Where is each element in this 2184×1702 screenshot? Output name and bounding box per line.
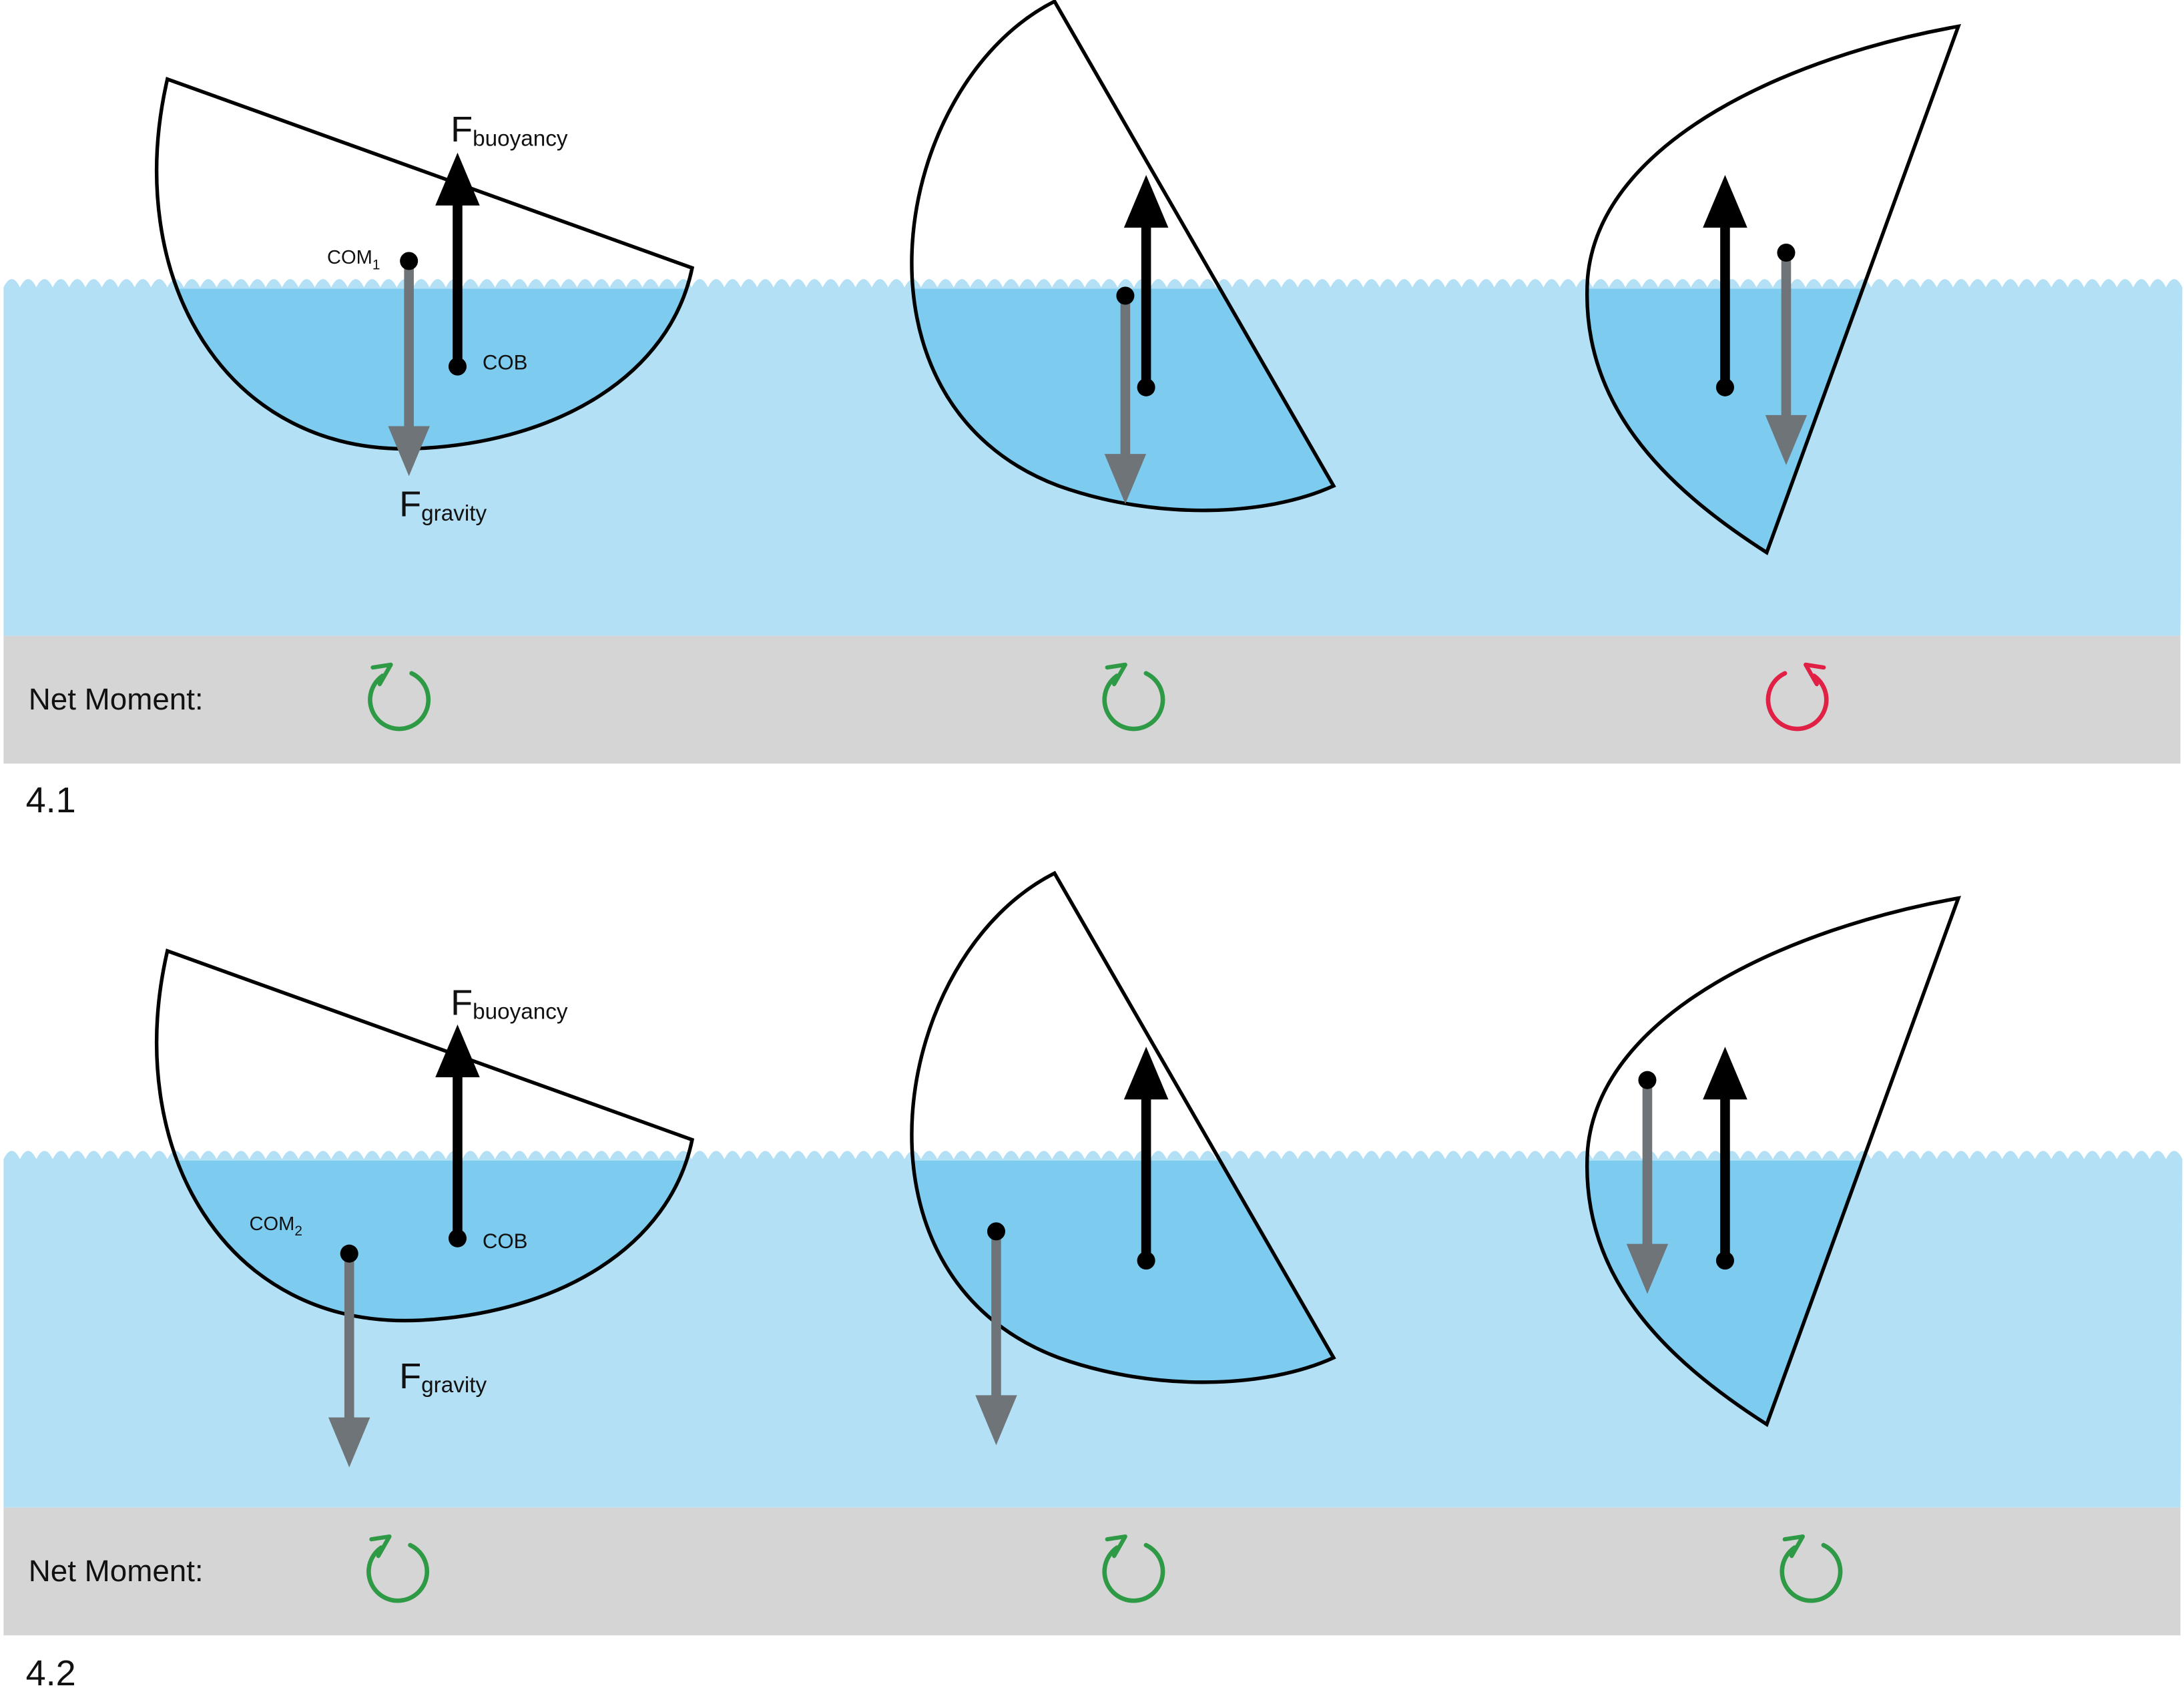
gravity-label: Fgravity xyxy=(399,1356,487,1398)
buoyancy-label-sub: buoyancy xyxy=(473,126,568,151)
gravity-label-main: F xyxy=(399,485,421,525)
buoyancy-arrow xyxy=(1123,1047,1169,1261)
panel-number: 4.1 xyxy=(26,780,76,820)
hull-3 xyxy=(1585,896,1962,1428)
moment-arrowhead xyxy=(370,662,393,687)
ccw-arrow-icon xyxy=(1780,1534,1843,1603)
com-dot xyxy=(400,252,419,270)
buoyancy-arrow xyxy=(435,1024,480,1239)
buoyancy-arrow-head xyxy=(1123,1047,1169,1100)
buoyancy-arrow xyxy=(1703,1047,1747,1261)
buoyancy-label-main: F xyxy=(451,982,473,1023)
hull-submerged-1 xyxy=(177,288,687,449)
submerged-region xyxy=(177,288,1863,553)
ccw-arrow-icon xyxy=(1102,1534,1165,1603)
hull-3 xyxy=(1585,24,1962,555)
gravity-arrow-head xyxy=(975,1395,1017,1446)
moment-arc xyxy=(1102,671,1165,732)
gravity-arrow-head xyxy=(1765,414,1808,465)
net-moment-label: Net Moment: xyxy=(29,1554,204,1588)
com-dot xyxy=(340,1244,358,1263)
net-moment-bar xyxy=(3,1507,2181,1636)
moment-arrowhead xyxy=(1804,662,1826,687)
gravity-label-sub: gravity xyxy=(421,1373,487,1398)
hull-1 xyxy=(155,76,695,451)
buoyancy-arrow-head xyxy=(1703,175,1747,228)
gravity-arrow xyxy=(1626,1080,1669,1294)
moment-arc xyxy=(368,671,431,732)
cob-dot xyxy=(1137,1251,1155,1270)
gravity-arrow xyxy=(975,1231,1017,1446)
cob-dot xyxy=(1715,378,1734,396)
hull-submerged-1 xyxy=(177,1160,687,1321)
submerged-region xyxy=(177,1160,1863,1425)
buoyancy-arrow-head xyxy=(1123,175,1169,228)
buoyancy-label-main: F xyxy=(451,109,473,150)
cob-label: COB xyxy=(483,350,528,374)
buoyancy-arrow xyxy=(435,152,480,367)
gravity-arrow xyxy=(328,1253,370,1468)
buoyancy-arrow xyxy=(1703,175,1747,388)
moment-arrowhead xyxy=(1105,1534,1127,1558)
com-dot xyxy=(1638,1071,1657,1089)
com-dot xyxy=(1777,244,1796,262)
hull-submerged-3 xyxy=(1587,288,1863,553)
moment-arrowhead xyxy=(1105,662,1127,687)
hull-1 xyxy=(155,948,695,1323)
cob-dot xyxy=(448,357,467,376)
buoyancy-arrow-head xyxy=(1703,1047,1747,1100)
gravity-arrow-head xyxy=(328,1417,370,1468)
com-label-main: COM xyxy=(249,1213,294,1235)
buoyancy-label-sub: buoyancy xyxy=(473,1000,568,1025)
moment-arrowhead xyxy=(1782,1534,1805,1558)
gravity-label-main: F xyxy=(399,1356,421,1396)
buoyancy-label: Fbuoyancy xyxy=(451,982,568,1024)
com-dot xyxy=(1116,286,1135,305)
buoyancy-arrow-head xyxy=(435,152,480,206)
gravity-arrow xyxy=(1104,296,1147,505)
buoyancy-arrow xyxy=(1123,175,1169,388)
moment-arc xyxy=(1765,671,1829,732)
com-label-sub: 1 xyxy=(372,258,380,273)
com-label: COM1 xyxy=(327,247,380,272)
buoyancy-arrow-head xyxy=(435,1024,480,1078)
gravity-label-sub: gravity xyxy=(421,501,487,526)
cob-dot xyxy=(1715,1251,1734,1270)
cob-dot xyxy=(448,1229,467,1247)
cob-dot xyxy=(1137,378,1155,396)
panel-number: 4.2 xyxy=(26,1653,76,1693)
com-dot xyxy=(987,1222,1006,1241)
gravity-arrow-head xyxy=(1626,1243,1669,1294)
moment-arc xyxy=(366,1542,430,1603)
gravity-arrow xyxy=(388,261,430,477)
moment-arrowhead xyxy=(369,1534,392,1558)
hull-submerged-3 xyxy=(1587,1160,1863,1425)
moment-arc xyxy=(1102,1542,1165,1603)
com-label-main: COM xyxy=(327,247,372,268)
ccw-arrow-icon xyxy=(1102,662,1165,732)
com-label: COM2 xyxy=(249,1213,302,1239)
ccw-arrow-icon xyxy=(368,662,431,732)
net-moment-label: Net Moment: xyxy=(29,682,204,716)
cob-label: COB xyxy=(483,1229,528,1253)
hull-2 xyxy=(910,870,1336,1384)
net-moment-bar xyxy=(3,635,2181,764)
gravity-label: Fgravity xyxy=(399,485,487,526)
hull-2 xyxy=(910,0,1336,513)
buoyancy-label: Fbuoyancy xyxy=(451,109,568,151)
gravity-arrow-head xyxy=(1104,454,1147,505)
hull-submerged-2 xyxy=(912,1160,1334,1382)
cw-arrow-icon xyxy=(1765,662,1829,732)
moment-arc xyxy=(1780,1542,1843,1603)
gravity-arrow xyxy=(1765,252,1808,465)
com-label-sub: 2 xyxy=(294,1223,302,1239)
gravity-arrow-head xyxy=(388,426,430,477)
ccw-arrow-icon xyxy=(366,1534,430,1603)
